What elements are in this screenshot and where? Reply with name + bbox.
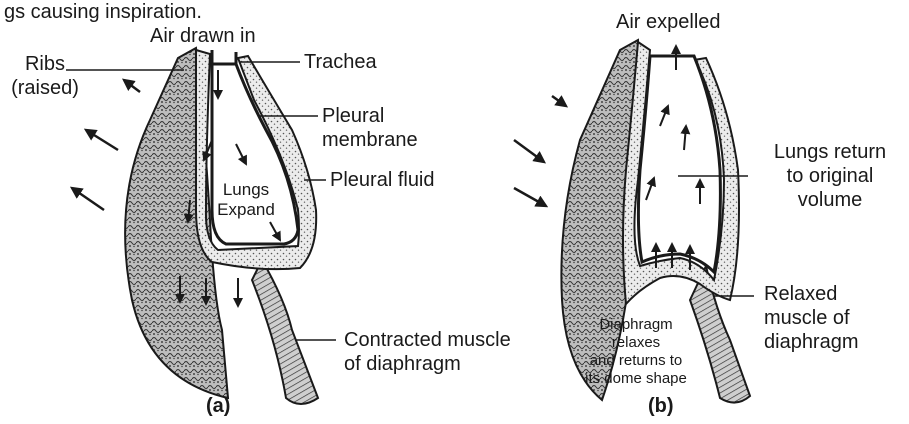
- diaphragm-note-line1: Diaphragm: [566, 316, 706, 334]
- relaxed-muscle-line3: diaphragm: [764, 330, 859, 354]
- air-expelled-label: Air expelled: [616, 10, 721, 34]
- diaphragm-note-line4: its dome shape: [566, 370, 706, 388]
- ribs-arrow-2: [86, 130, 118, 150]
- caption-fragment: gs causing inspiration.: [4, 0, 202, 24]
- pleural-fluid-label: Pleural fluid: [330, 168, 435, 192]
- lungs-return-line2: to original: [752, 164, 908, 188]
- pleural-membrane-line1: Pleural: [322, 104, 418, 128]
- diaphragm-note-line2: relaxes: [566, 334, 706, 352]
- diaphragm-note-line3: and returns to: [566, 352, 706, 370]
- ribs-label-line2: (raised): [4, 76, 86, 100]
- ribs-label: Ribs (raised): [4, 52, 86, 100]
- lungs-return-line1: Lungs return: [752, 140, 908, 164]
- relaxed-muscle-line2: muscle of: [764, 306, 859, 330]
- ribs-arrow-3: [72, 188, 104, 210]
- panel-label-b: (b): [648, 394, 674, 418]
- lungs-expand-line1: Lungs: [206, 180, 286, 200]
- diagram-a: [66, 48, 336, 404]
- pleural-membrane-line2: membrane: [322, 128, 418, 152]
- lungs-return-line3: volume: [752, 188, 908, 212]
- ribs-in-arrow-3: [514, 188, 546, 206]
- trachea-label: Trachea: [304, 50, 377, 74]
- contracted-muscle-line2: of diaphragm: [344, 352, 511, 376]
- diaphragm-muscle-a: [252, 260, 318, 404]
- lungs-expand-label: Lungs Expand: [206, 180, 286, 220]
- ribs-in-arrow-2: [514, 140, 544, 162]
- ribs-in-arrow-1: [552, 96, 566, 106]
- contracted-muscle-label: Contracted muscle of diaphragm: [344, 328, 511, 376]
- ribs-label-line1: Ribs: [4, 52, 86, 76]
- contracted-muscle-line1: Contracted muscle: [344, 328, 511, 352]
- pleural-membrane-label: Pleural membrane: [322, 104, 418, 152]
- lungs-return-label: Lungs return to original volume: [752, 140, 908, 212]
- air-drawn-in-label: Air drawn in: [150, 24, 256, 48]
- lungs-expand-line2: Expand: [206, 200, 286, 220]
- diaphragm-relaxes-note: Diaphragm relaxes and returns to its dom…: [566, 316, 706, 388]
- panel-label-a: (a): [206, 394, 230, 418]
- relaxed-muscle-line1: Relaxed: [764, 282, 859, 306]
- relaxed-muscle-label: Relaxed muscle of diaphragm: [764, 282, 859, 354]
- ribs-arrow-1: [124, 80, 140, 92]
